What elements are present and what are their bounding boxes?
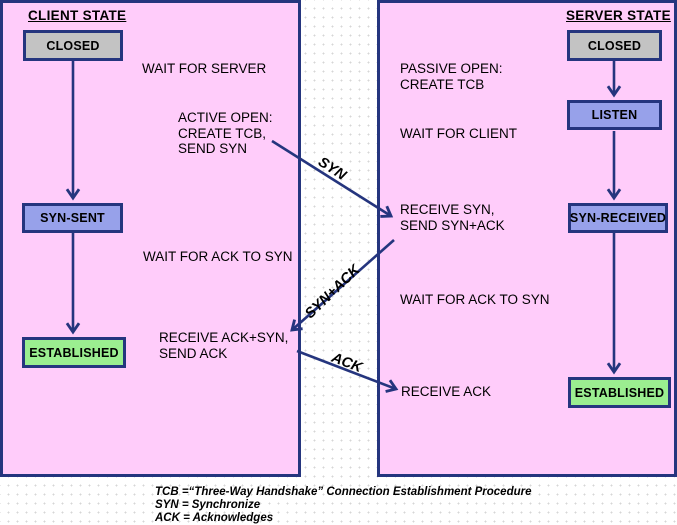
client-state-syn-sent: SYN-SENT — [22, 203, 123, 233]
legend-line-syn: SYN = Synchronize — [155, 498, 261, 511]
client-state-closed: CLOSED — [23, 30, 123, 61]
server-state-syn-received: SYN-RECEIVED — [568, 203, 668, 233]
note-server-wait-for-ack: WAIT FOR ACK TO SYN — [400, 292, 550, 307]
client-state-established: ESTABLISHED — [22, 337, 126, 368]
note-client-wait-for-ack: WAIT FOR ACK TO SYN — [143, 249, 293, 264]
legend-line-ack: ACK = Acknowledges — [155, 511, 274, 524]
server-state-listen: LISTEN — [567, 100, 662, 130]
note-passive-open: PASSIVE OPEN: CREATE TCB — [400, 61, 503, 92]
note-wait-for-server: WAIT FOR SERVER — [142, 61, 267, 76]
ack-message-label: ACK — [329, 349, 365, 377]
server-state-closed: CLOSED — [567, 30, 662, 61]
legend-line-tcb: TCB =“Three-Way Handshake” Connection Es… — [155, 486, 532, 498]
note-wait-for-client: WAIT FOR CLIENT — [400, 126, 518, 141]
legend: TCB =“Three-Way Handshake” Connection Es… — [155, 486, 532, 524]
note-receive-syn: RECEIVE SYN, SEND SYN+ACK — [400, 202, 505, 233]
syn-message-label: SYN — [315, 154, 349, 184]
server-state-established: ESTABLISHED — [568, 377, 671, 408]
note-receive-ack: RECEIVE ACK — [401, 384, 492, 399]
client-panel — [0, 0, 301, 477]
note-receive-ack-syn: RECEIVE ACK+SYN, SEND ACK — [159, 330, 289, 361]
syn-ack-message-label: SYN+ACK — [302, 262, 364, 322]
server-panel-title: SERVER STATE — [566, 8, 671, 23]
note-active-open: ACTIVE OPEN: CREATE TCB, SEND SYN — [178, 110, 273, 156]
client-panel-title: CLIENT STATE — [28, 8, 127, 23]
